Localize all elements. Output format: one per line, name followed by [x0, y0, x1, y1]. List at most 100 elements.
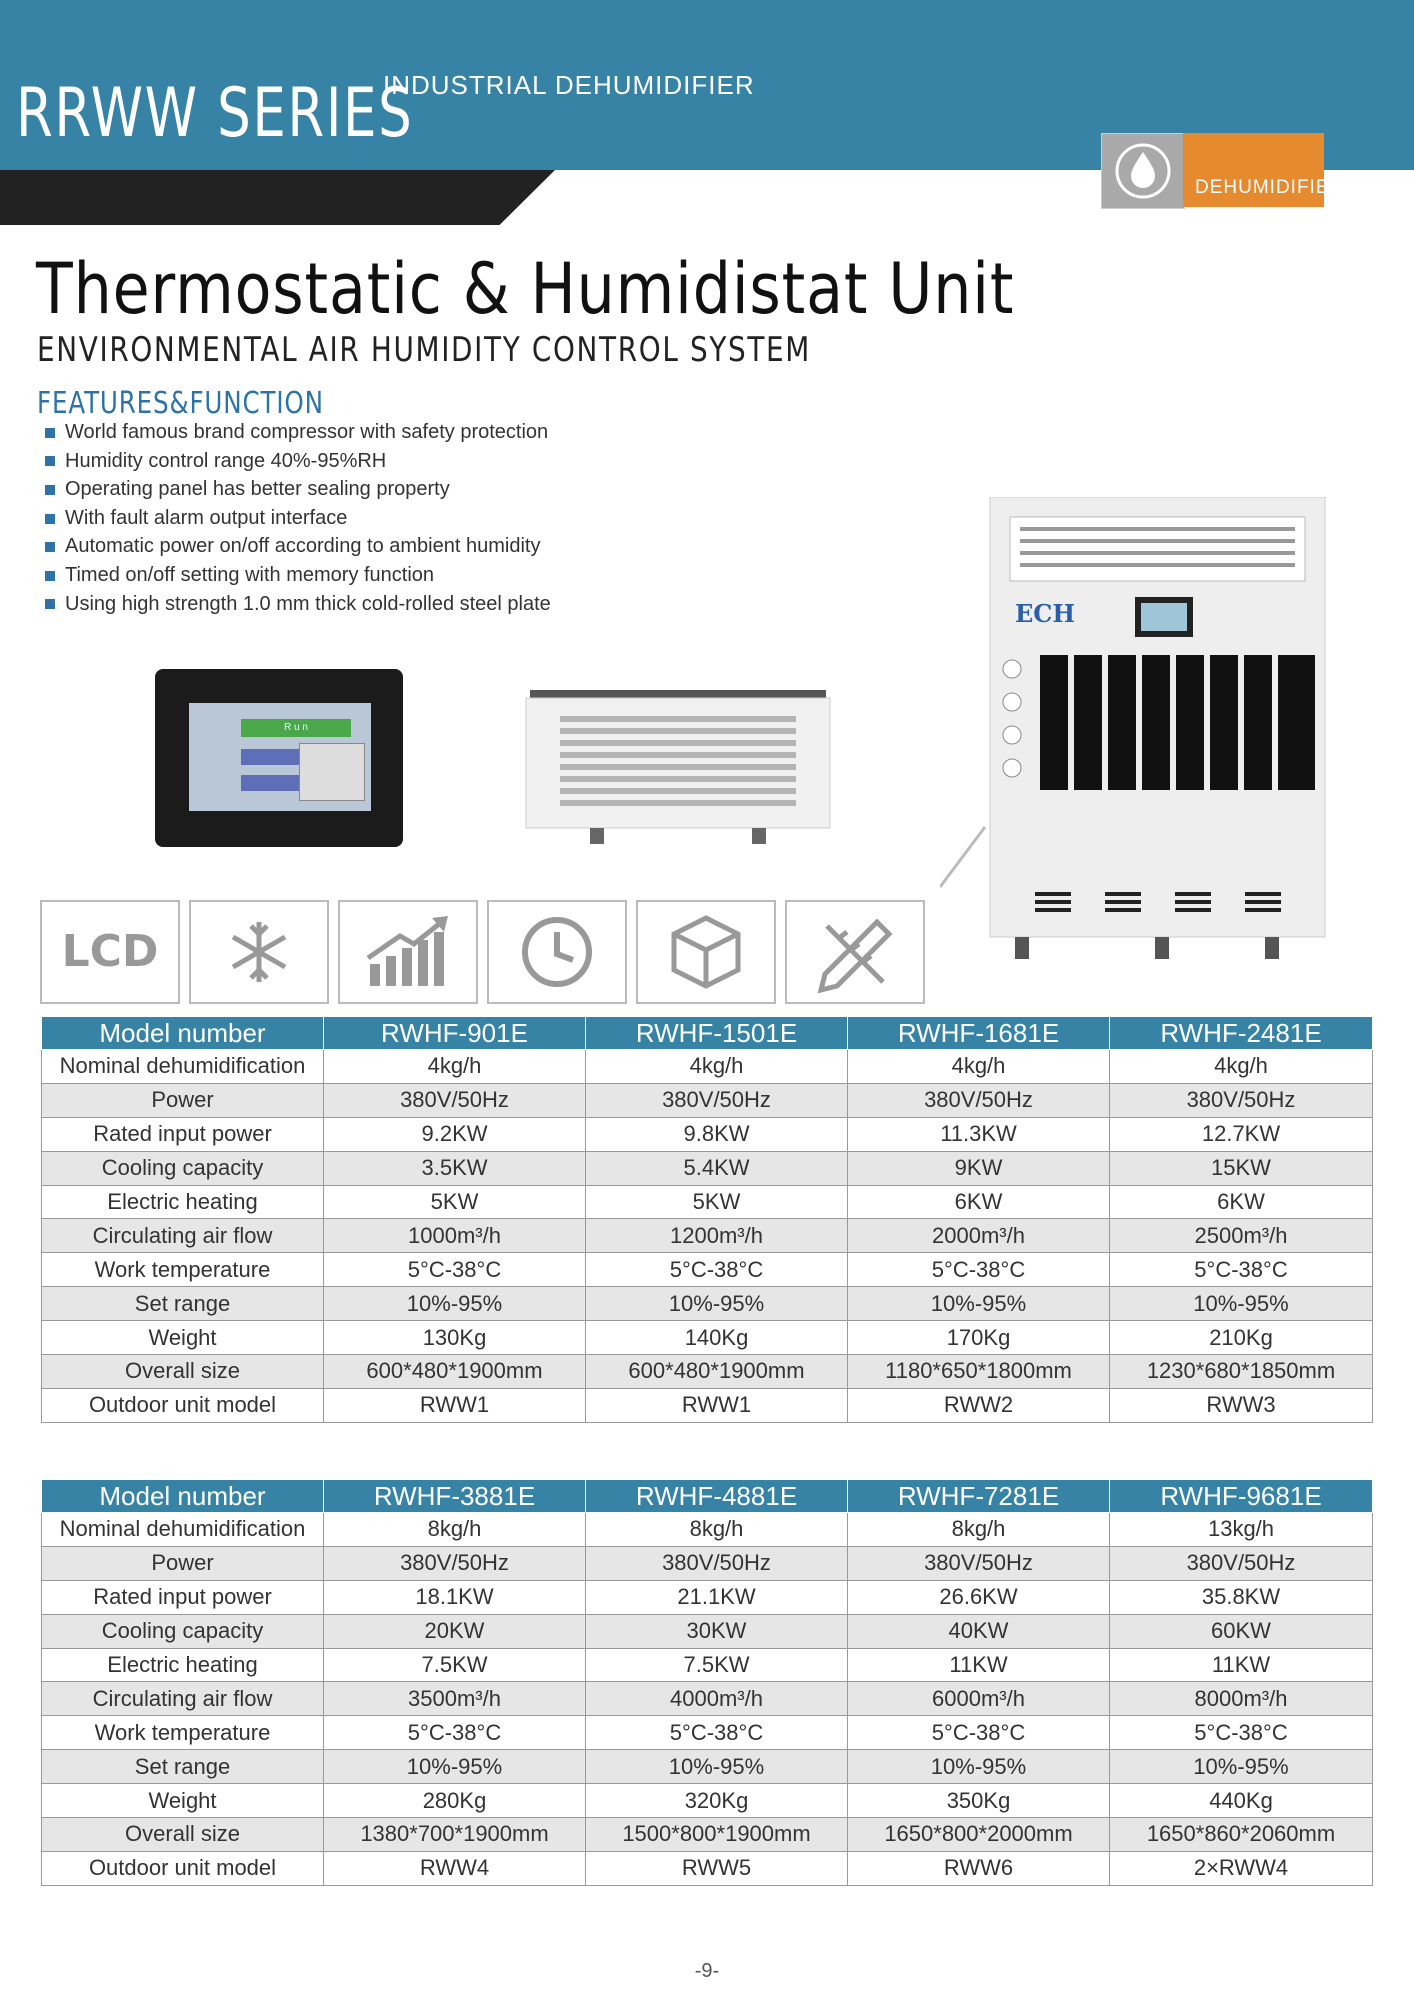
table-cell: 1500*800*1900mm — [585, 1817, 848, 1852]
table-cell: 6000m³/h — [847, 1681, 1110, 1717]
table-cell: Circulating air flow — [41, 1681, 324, 1717]
table-cell: 1650*860*2060mm — [1109, 1817, 1373, 1852]
table-cell: 440Kg — [1109, 1783, 1373, 1819]
table-cell: 380V/50Hz — [585, 1082, 848, 1118]
table-cell: 8kg/h — [847, 1512, 1110, 1547]
growth-chart-icon — [338, 900, 478, 1004]
table-cell: 8kg/h — [585, 1512, 848, 1547]
table-cell: 4kg/h — [847, 1049, 1110, 1084]
features-list: World famous brand compressor with safet… — [45, 418, 551, 618]
table-cell: 600*480*1900mm — [585, 1354, 848, 1389]
table-cell: Nominal dehumidification — [41, 1049, 324, 1084]
table-cell: 140Kg — [585, 1320, 848, 1356]
dark-accent-bar — [0, 170, 555, 225]
pencil-ruler-icon — [785, 900, 925, 1004]
table-cell: 30KW — [585, 1613, 848, 1649]
feature-item: Using high strength 1.0 mm thick cold-ro… — [45, 590, 551, 619]
table-cell: 8000m³/h — [1109, 1681, 1373, 1717]
page-subheading: ENVIRONMENTAL AIR HUMIDITY CONTROL SYSTE… — [37, 330, 811, 370]
table-cell: 5°C-38°C — [1109, 1252, 1373, 1288]
table-cell: 9KW — [847, 1150, 1110, 1186]
table-header-cell: RWHF-901E — [323, 1016, 586, 1050]
table-cell: 8kg/h — [323, 1512, 586, 1547]
clock-icon — [487, 900, 627, 1004]
table-header-cell: RWHF-1501E — [585, 1016, 848, 1050]
table-cell: 380V/50Hz — [323, 1082, 586, 1118]
table-cell: Circulating air flow — [41, 1218, 324, 1254]
table-cell: 380V/50Hz — [847, 1545, 1110, 1581]
table-cell: Outdoor unit model — [41, 1387, 324, 1423]
table-cell: 12.7KW — [1109, 1116, 1373, 1152]
table-cell: Weight — [41, 1783, 324, 1819]
table-header-row: Model number RWHF-3881E RWHF-4881E RWHF-… — [41, 1479, 1373, 1513]
feature-text: Automatic power on/off according to ambi… — [65, 535, 541, 558]
indoor-unit-image: ECH — [940, 497, 1326, 959]
feature-text: World famous brand compressor with safet… — [65, 421, 549, 443]
table-cell: 11KW — [847, 1647, 1110, 1683]
table-cell: 10%-95% — [323, 1286, 586, 1322]
table-cell: RWW5 — [585, 1850, 848, 1886]
table-cell: 6KW — [847, 1184, 1110, 1220]
table-cell: 11.3KW — [847, 1116, 1110, 1152]
table-cell: 320Kg — [585, 1783, 848, 1819]
table-cell: RWW6 — [847, 1850, 1110, 1886]
table-cell: 4kg/h — [585, 1049, 848, 1084]
lcd-icon: LCD — [40, 900, 180, 1004]
feature-text: Humidity control range 40%-95%RH — [65, 449, 387, 472]
table-cell: 5°C-38°C — [847, 1252, 1110, 1288]
table-header-cell: RWHF-3881E — [323, 1479, 586, 1513]
table-cell: 4000m³/h — [585, 1681, 848, 1717]
bullet-icon — [45, 427, 55, 438]
spec-table-1: Model number RWHF-901E RWHF-1501E RWHF-1… — [41, 1016, 1373, 1423]
page-title: Thermostatic & Humidistat Unit — [36, 248, 1015, 330]
table-cell: Set range — [41, 1749, 324, 1785]
table-cell: 3.5KW — [323, 1150, 586, 1186]
table-header-cell: Model number — [41, 1016, 324, 1050]
table-cell: Weight — [41, 1320, 324, 1356]
table-cell: 5°C-38°C — [585, 1252, 848, 1288]
table-cell: 10%-95% — [847, 1749, 1110, 1785]
feature-item: Operating panel has better sealing prope… — [45, 475, 551, 504]
table-cell: 380V/50Hz — [1109, 1082, 1373, 1118]
table-cell: Electric heating — [41, 1647, 324, 1683]
table-cell: 2×RWW4 — [1109, 1850, 1373, 1886]
table-cell: Electric heating — [41, 1184, 324, 1220]
table-cell: 35.8KW — [1109, 1579, 1373, 1615]
header-banner: RRWW SERIES INDUSTRIAL DEHUMIDIFIER — [0, 0, 1414, 170]
bullet-icon — [45, 456, 55, 467]
table-cell: 600*480*1900mm — [323, 1354, 586, 1389]
table-cell: Work temperature — [41, 1715, 324, 1751]
table-cell: 1200m³/h — [585, 1218, 848, 1254]
cube-icon — [636, 900, 776, 1004]
table-cell: 2000m³/h — [847, 1218, 1110, 1254]
bullet-icon — [45, 513, 55, 524]
feature-item: Timed on/off setting with memory functio… — [45, 561, 551, 590]
table-cell: 4kg/h — [323, 1049, 586, 1084]
table-cell: 7.5KW — [323, 1647, 586, 1683]
features-heading: FEATURES&FUNCTION — [37, 386, 324, 421]
feature-text: Using high strength 1.0 mm thick cold-ro… — [65, 592, 551, 615]
table-header-cell: RWHF-2481E — [1109, 1016, 1373, 1050]
feature-text: With fault alarm output interface — [65, 506, 348, 529]
table-cell: Set range — [41, 1286, 324, 1322]
table-cell: 5.4KW — [585, 1150, 848, 1186]
table-cell: 7.5KW — [585, 1647, 848, 1683]
table-cell: Overall size — [41, 1817, 324, 1852]
table-cell: Overall size — [41, 1354, 324, 1389]
table-cell: 5°C-38°C — [323, 1252, 586, 1288]
table-cell: Work temperature — [41, 1252, 324, 1288]
feature-text: Operating panel has better sealing prope… — [65, 478, 450, 501]
outdoor-unit-image — [525, 690, 831, 844]
table-cell: 9.8KW — [585, 1116, 848, 1152]
table-cell: 5°C-38°C — [847, 1715, 1110, 1751]
table-cell: RWW4 — [323, 1850, 586, 1886]
table-cell: 20KW — [323, 1613, 586, 1649]
